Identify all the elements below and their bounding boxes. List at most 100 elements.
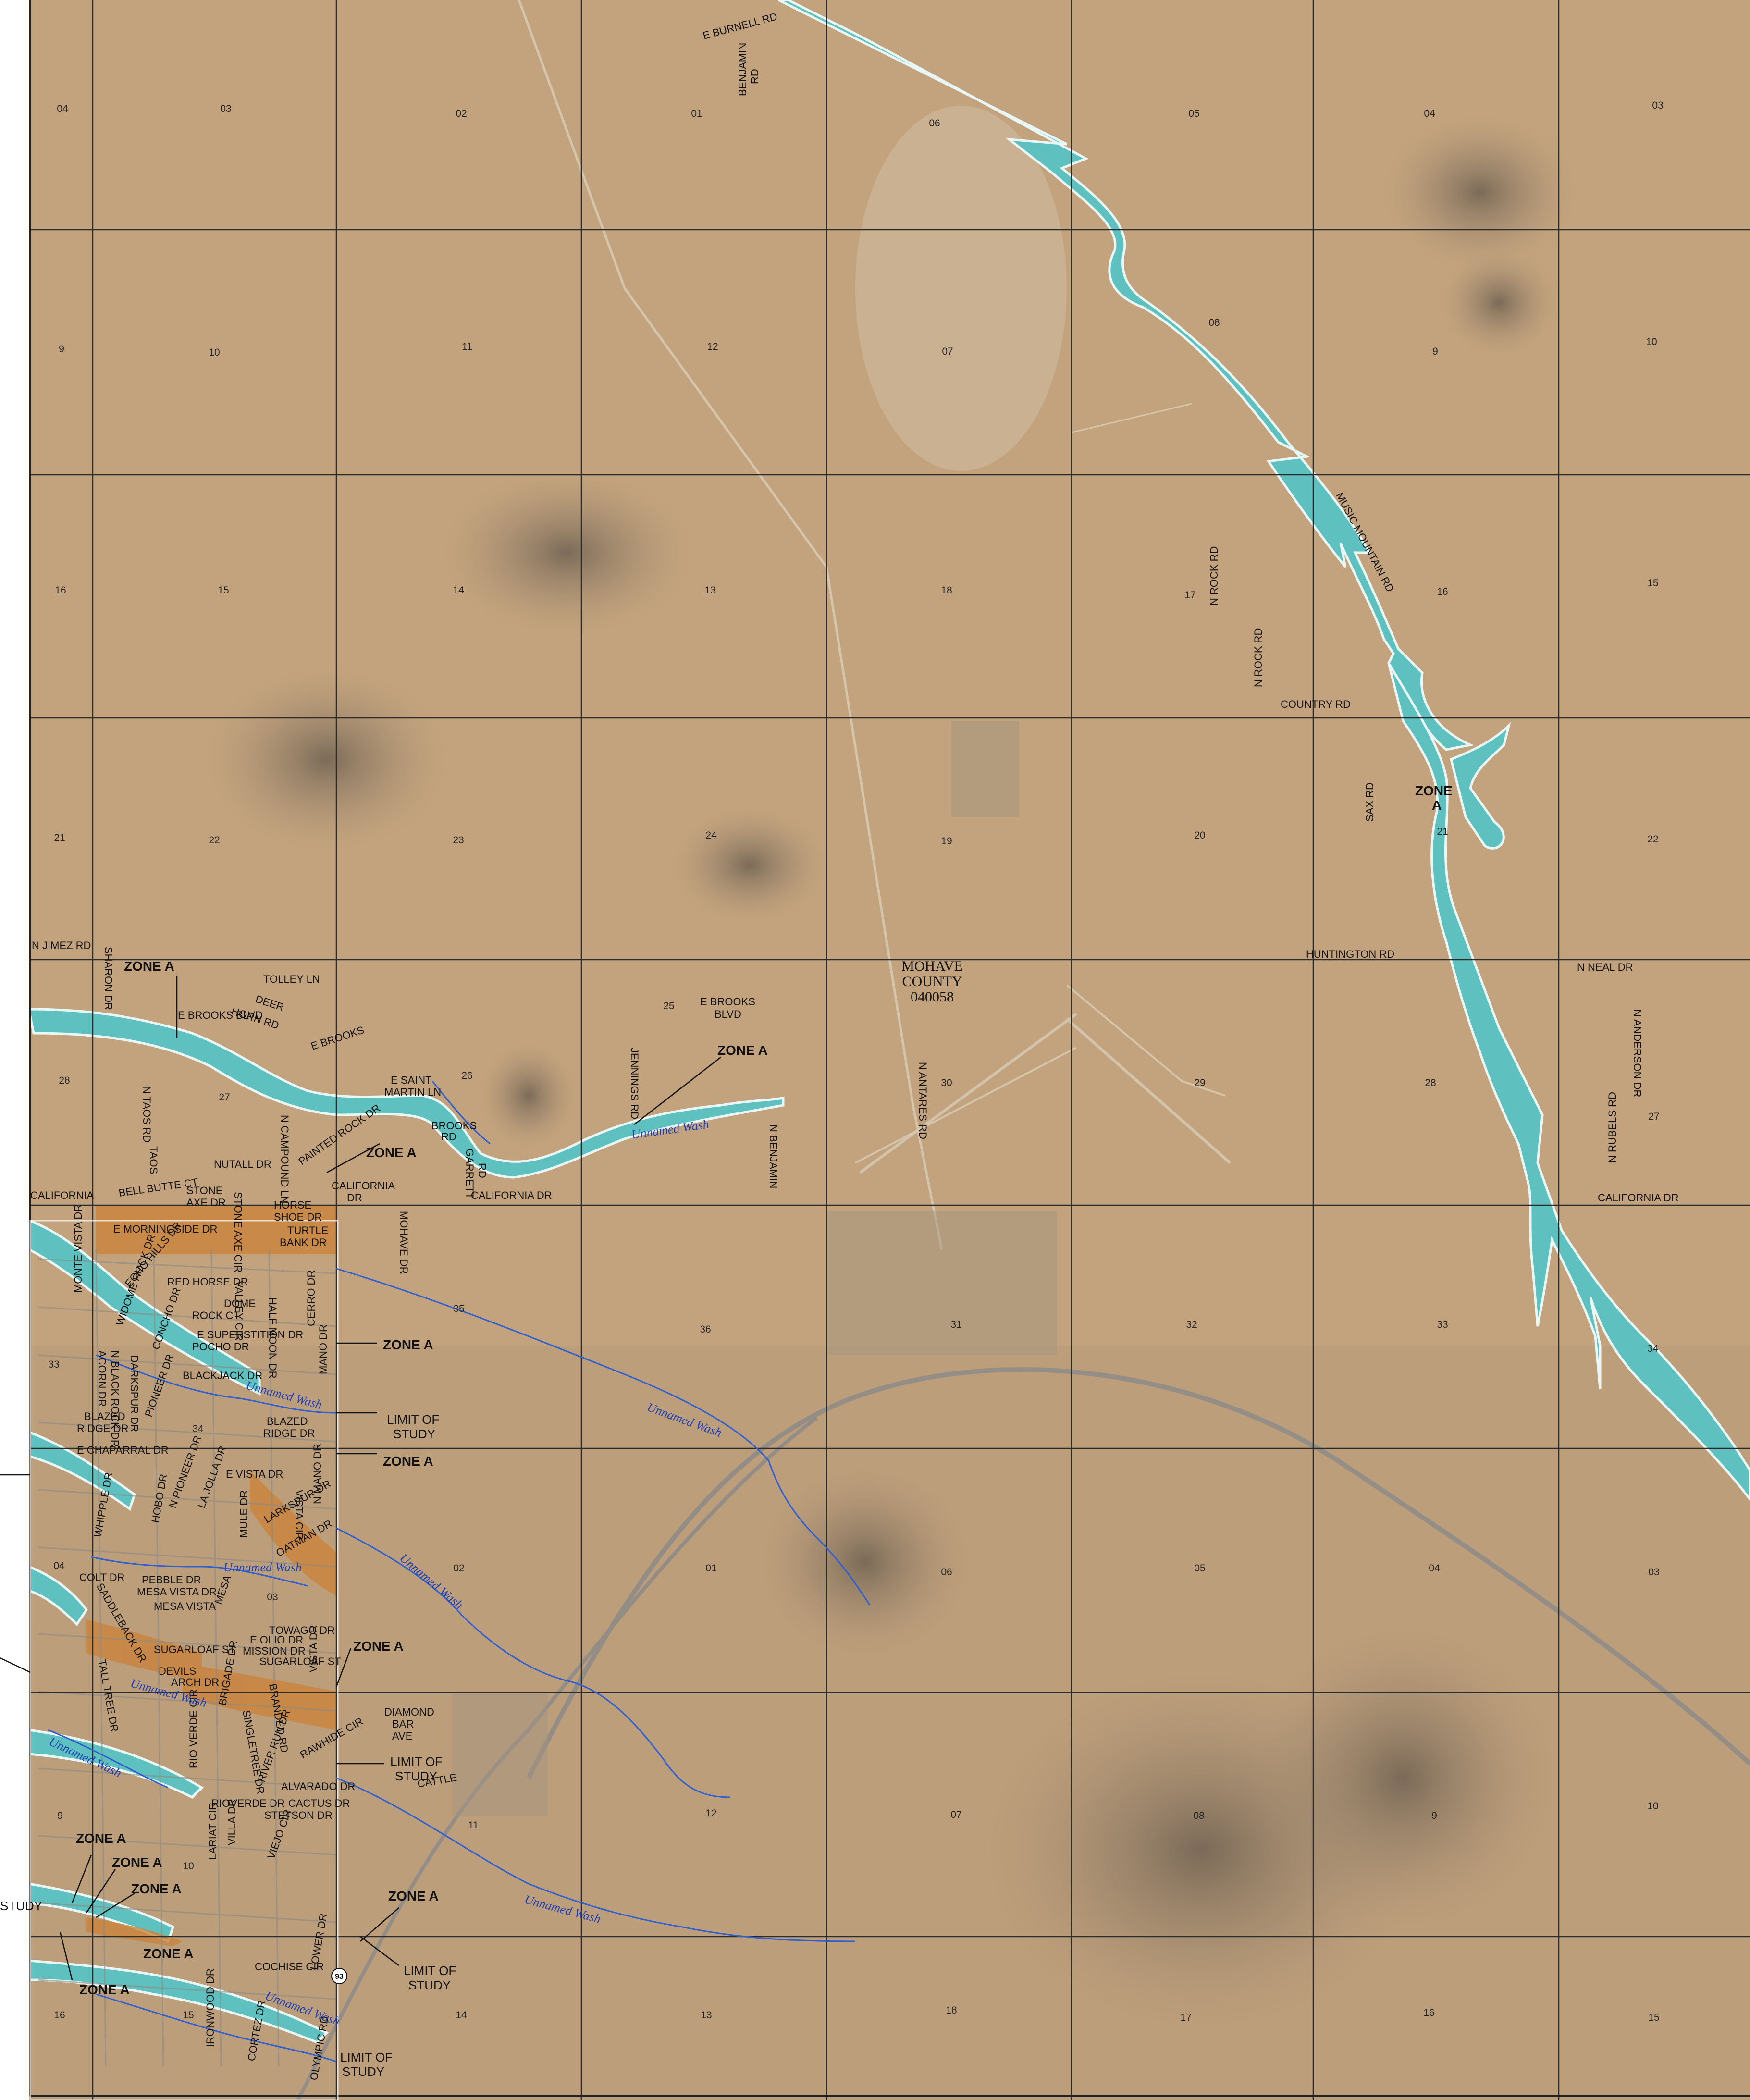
road-label: N JIMEZ RD [32, 939, 91, 951]
zone-a-label: ZONE A [112, 1855, 162, 1870]
section-number: 04 [57, 103, 68, 114]
section-number: 04 [1429, 1563, 1440, 1574]
limit-of-study-label: LIMIT OF [390, 1754, 443, 1769]
limit-of-study-label: STUDY [393, 1427, 435, 1441]
subdivision-streets [38, 1249, 337, 2067]
road-label: RIDGE DR [263, 1427, 315, 1439]
road-label: VILLA DR [226, 1799, 238, 1845]
road-label: BAR [392, 1718, 414, 1730]
section-number: 14 [456, 2010, 467, 2021]
zone-a-label: ZONE A [383, 1454, 433, 1469]
road-label: LARIAT CIR [207, 1803, 219, 1860]
wash-3 [336, 1777, 856, 1942]
road-label: HALF MOON DR [267, 1297, 279, 1379]
limit-of-study-label: STUDY [395, 1769, 437, 1783]
road-label: N ROCK RD [1252, 628, 1264, 687]
washes [48, 1081, 871, 2063]
section-number: 25 [663, 1001, 674, 1012]
limit-of-study-label: STUDY [408, 1978, 451, 1992]
road-label: MANO DR [317, 1324, 329, 1374]
section-number: 27 [1648, 1111, 1659, 1122]
road-label: RIO VERDE CIR [187, 1689, 199, 1768]
road-label: DIAMOND [384, 1706, 434, 1718]
road-label: AXE DR [186, 1197, 226, 1209]
settlement [452, 721, 1057, 1816]
wash-2 [336, 1527, 731, 1798]
wash-5 [91, 1556, 308, 1587]
road-label: ALVARADO DR [281, 1780, 355, 1792]
road-label: MISSION DR [243, 1645, 306, 1657]
section-number: 9 [59, 344, 64, 355]
road-label: E SUPERSTITION DR [197, 1329, 303, 1341]
zone-labels: ZONE A ZONE A ZONE A ZONE A ZONE A ZONE … [76, 783, 1453, 1997]
road-label: CALIFORNIA [30, 1189, 94, 1201]
county-name: MOHAVE [901, 958, 963, 974]
road-label: STETSON DR [264, 1809, 333, 1821]
section-number: 26 [461, 1070, 472, 1081]
section-number: 22 [1647, 834, 1658, 845]
road-label: CALIFORNIA DR [471, 1189, 552, 1201]
road-label: MOHAVE DR [398, 1211, 410, 1274]
road-label: PEBBLE DR [142, 1574, 201, 1586]
section-number: 28 [59, 1075, 70, 1086]
road-label: E BROOKS BLVD [178, 1009, 263, 1021]
road-label: SHARON DR [102, 947, 114, 1010]
section-number: 28 [1425, 1077, 1436, 1088]
section-number: 9 [1432, 346, 1438, 357]
road-label: STONE AXE CIR [232, 1192, 244, 1272]
road-label: E CHAPARRAL DR [77, 1444, 169, 1456]
road-label: MONTE VISTA DR [72, 1204, 84, 1293]
section-number: 04 [1424, 108, 1435, 119]
road-label: TAOS [148, 1146, 160, 1174]
road-label: HUNTINGTON RD [1306, 948, 1394, 960]
road-label: DEVILS [159, 1665, 196, 1677]
road-label: VISTA DR [308, 1625, 320, 1672]
zone-a-label: ZONE A [383, 1337, 433, 1352]
floodplain-east-branch [1450, 721, 1511, 850]
road-label: AVE [392, 1730, 412, 1742]
section-number: 12 [705, 1808, 716, 1819]
road-highway-curve [526, 1367, 1750, 1779]
floodplain-west-1 [27, 1219, 261, 1396]
road-label: BLACKJACK DR [183, 1370, 262, 1382]
road-label: N TAOS RD [141, 1086, 153, 1143]
road-label: DOME [224, 1297, 256, 1309]
section-number: 08 [1208, 317, 1220, 328]
road-label: TURTLE [287, 1224, 328, 1236]
road-label: NUTALL DR [214, 1158, 271, 1170]
section-number: 10 [1646, 336, 1657, 347]
section-number: 01 [691, 108, 702, 119]
road-label: CACTUS DR [288, 1797, 350, 1809]
zone-a-label: ZONE [1415, 783, 1453, 798]
limit-of-study-label: STUDY [0, 1899, 42, 1913]
section-number: 27 [219, 1092, 230, 1103]
section-number: 04 [53, 1560, 65, 1571]
road-label: POCHO DR [192, 1341, 249, 1353]
road-label: RD [476, 1163, 488, 1178]
zone-a-label: ZONE A [131, 1881, 182, 1896]
road-label: DR [347, 1192, 362, 1204]
section-number: 11 [468, 1820, 479, 1831]
road-label: N MANO DR [311, 1444, 323, 1504]
road-label: ACORN DR [96, 1350, 108, 1407]
route-93-shield [331, 1968, 347, 1984]
section-number: 08 [1193, 1810, 1204, 1821]
road-label: MARTIN LN [384, 1086, 441, 1098]
limit-of-study-label: LIMIT OF [387, 1412, 439, 1427]
unnamed-wash-label: Unnamed Wash [223, 1560, 302, 1574]
road-label: CALIFORNIA [332, 1180, 395, 1192]
section-number: 15 [1647, 578, 1658, 589]
road-label: E BROOKS [700, 996, 755, 1008]
mountains [207, 106, 1576, 2033]
road-label: TOLLEY LN [263, 973, 320, 985]
section-number: 17 [1180, 2012, 1191, 2023]
section-number: 03 [220, 103, 231, 114]
road-label: BLVD [715, 1008, 741, 1020]
section-number: 18 [941, 585, 952, 596]
section-number: 01 [705, 1563, 716, 1574]
road-label: BENJAMIN [737, 43, 749, 96]
section-number: 35 [453, 1303, 464, 1314]
road-label: COUNTRY RD [1281, 698, 1351, 710]
road-label: CERRO DR [305, 1270, 317, 1326]
road-label: RED HORSE DR [167, 1276, 248, 1288]
